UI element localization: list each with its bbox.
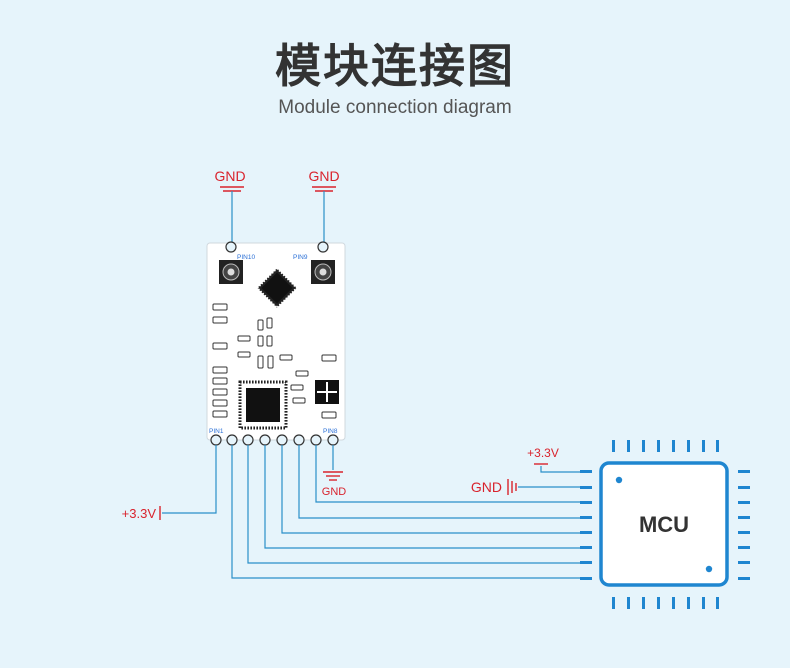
vcc-label-left: +3.3V: [122, 506, 157, 521]
antenna-connector-right: [311, 260, 335, 284]
passive-components: [212, 303, 337, 419]
gnd-symbol-left: [220, 186, 244, 245]
pin8-label: PIN8: [323, 428, 338, 435]
gnd-label-bottom: GND: [322, 486, 347, 498]
gnd-label-left: GND: [214, 168, 245, 184]
pin9-label: PIN9: [293, 254, 308, 261]
gnd-symbol-mcu: [507, 479, 517, 495]
wire-pin7-mcu: [315, 445, 580, 503]
wires: [162, 445, 580, 579]
mcu-dot-bottom: [705, 565, 713, 573]
gnd-label-right: GND: [308, 168, 339, 184]
gnd-symbol-bottom: [323, 471, 343, 481]
mcu-chip: MCU: [580, 440, 750, 609]
pad-pin9: [317, 241, 329, 253]
mcu-label: MCU: [639, 512, 689, 537]
wire-pin4-mcu: [264, 445, 580, 549]
wire-mcu-vcc: [540, 466, 580, 473]
wire-pin6-mcu: [298, 445, 580, 519]
gnd-symbol-right: [312, 186, 336, 245]
page-subtitle: Module connection diagram: [278, 97, 512, 118]
mcu-pins-right: [738, 470, 750, 580]
wire-pin2-mcu: [231, 445, 580, 579]
wire-pin3-mcu: [247, 445, 580, 564]
antenna-connector-left: [219, 260, 243, 284]
pin1-label: PIN1: [209, 428, 224, 435]
wire-pin1-vcc: [162, 445, 217, 514]
rf-chip: [255, 266, 299, 310]
mcu-dot-top: [615, 476, 623, 484]
pin10-label: PIN10: [237, 254, 255, 261]
page-title: 模块连接图: [275, 39, 515, 93]
mcu-pins-top: [612, 440, 719, 452]
module-board: PIN10 PIN9: [206, 241, 346, 446]
wire-pin5-mcu: [281, 445, 580, 534]
vcc-label-mcu: +3.3V: [527, 446, 559, 460]
gnd-label-mcu: GND: [471, 479, 502, 495]
mcu-chip-on-module: [238, 380, 288, 430]
pad-pin10: [225, 241, 237, 253]
crystal-component: [315, 380, 339, 404]
mcu-pins-left: [580, 470, 592, 580]
mcu-pins-bottom: [612, 597, 719, 609]
mcu-body: [599, 461, 729, 587]
